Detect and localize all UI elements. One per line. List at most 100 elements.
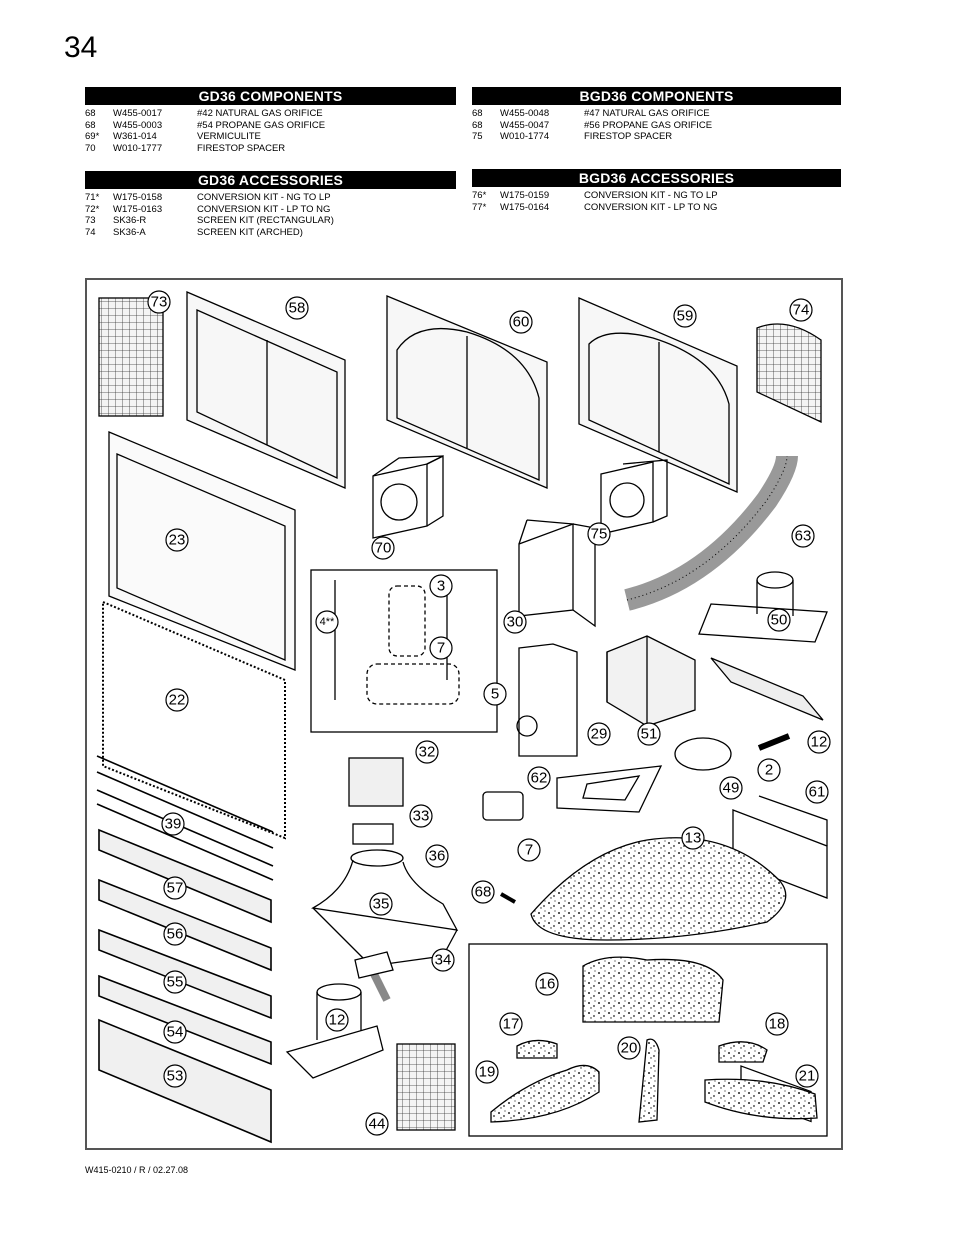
glass-door-panel: [108, 431, 296, 671]
svg-text:12: 12: [329, 1012, 346, 1029]
svg-text:57: 57: [167, 880, 184, 897]
svg-text:74: 74: [793, 302, 810, 319]
section-title: GD36 ACCESSORIES: [85, 171, 456, 189]
part-description: VERMICULITE: [197, 131, 261, 143]
log-20: [638, 1038, 660, 1123]
rectangular-screen: [98, 297, 164, 417]
svg-text:29: 29: [591, 726, 608, 743]
part-description: FIRESTOP SPACER: [584, 131, 673, 143]
part-description: CONVERSION KIT - LP TO NG: [584, 201, 718, 213]
part-description: SCREEN KIT (RECTANGULAR): [197, 215, 334, 227]
svg-text:73: 73: [151, 294, 168, 311]
retaining-ring: [674, 737, 732, 771]
svg-text:20: 20: [621, 1040, 638, 1057]
callout-4: 4**: [315, 610, 339, 634]
svg-text:19: 19: [479, 1064, 496, 1081]
svg-text:63: 63: [795, 528, 812, 545]
rectangular-door-frame: [186, 291, 346, 489]
part-code: W361-014: [113, 131, 157, 143]
svg-text:23: 23: [169, 532, 186, 549]
callout-12: 12: [325, 1008, 349, 1032]
callout-32: 32: [415, 740, 439, 764]
callout-2: 2: [757, 758, 781, 782]
svg-text:5: 5: [491, 686, 499, 703]
svg-text:34: 34: [435, 952, 452, 969]
svg-text:21: 21: [799, 1068, 816, 1085]
part-number: 71*: [85, 192, 100, 203]
flexible-vent-pipe: [624, 455, 798, 611]
fan-bracket: [556, 765, 663, 813]
part-number: 75: [472, 131, 483, 143]
svg-text:44: 44: [369, 1116, 386, 1133]
log-19: [490, 1064, 600, 1123]
svg-text:7: 7: [525, 842, 533, 859]
arched-door-frame-bgd36: [578, 297, 738, 493]
callout-23: 23: [165, 528, 189, 552]
gas-valve-inset-box: [310, 569, 498, 733]
callout-74: 74: [789, 298, 813, 322]
callout-22: 22: [165, 688, 189, 712]
part-number: 76*: [472, 190, 487, 201]
page-number: 34: [64, 31, 98, 64]
part-code: W010-1777: [113, 143, 163, 155]
part-code: W175-0159: [500, 190, 550, 201]
callout-34: 34: [431, 948, 455, 972]
svg-text:54: 54: [167, 1024, 184, 1041]
svg-text:60: 60: [513, 314, 530, 331]
part-code: W455-0017: [113, 108, 163, 119]
pilot-assembly: [757, 733, 791, 751]
callout-7: 7: [517, 838, 541, 862]
svg-text:33: 33: [413, 808, 430, 825]
svg-text:62: 62: [531, 770, 548, 787]
part-number: 72*: [85, 203, 100, 215]
svg-text:35: 35: [373, 896, 390, 913]
svg-text:58: 58: [289, 300, 306, 317]
callout-29: 29: [587, 722, 611, 746]
callout-35: 35: [369, 892, 393, 916]
burner-tray: [710, 657, 824, 721]
callout-19: 19: [475, 1060, 499, 1084]
callout-17: 17: [499, 1012, 523, 1036]
wall-thimble: [285, 983, 384, 1079]
part-code: W175-0164: [500, 201, 550, 213]
callout-63: 63: [791, 524, 815, 548]
callout-56: 56: [163, 922, 187, 946]
heat-shield: [518, 519, 596, 628]
part-description: FIRESTOP SPACER: [197, 143, 286, 155]
part-description: CONVERSION KIT - LP TO NG: [197, 203, 331, 215]
svg-text:49: 49: [723, 780, 740, 797]
callout-3: 3: [429, 574, 453, 598]
louvre-set: [96, 755, 274, 1144]
part-number: 73: [85, 215, 96, 227]
callout-21: 21: [795, 1064, 819, 1088]
part-code: SK36-R: [113, 215, 147, 227]
blower-fan: [606, 635, 696, 727]
svg-text:32: 32: [419, 744, 436, 761]
callout-59: 59: [673, 304, 697, 328]
firestop-spacer: [372, 454, 444, 539]
blower-housing: [516, 643, 578, 757]
svg-text:7: 7: [437, 640, 445, 657]
part-description: #54 PROPANE GAS ORIFICE: [197, 119, 326, 131]
orifice: [500, 892, 516, 904]
svg-text:50: 50: [771, 612, 788, 629]
part-number: 68: [472, 108, 483, 119]
svg-text:30: 30: [507, 614, 524, 631]
callout-62: 62: [527, 766, 551, 790]
svg-text:2: 2: [765, 762, 773, 779]
callout-53: 53: [163, 1064, 187, 1088]
svg-text:70: 70: [375, 540, 392, 557]
callout-58: 58: [285, 296, 309, 320]
callout-61: 61: [805, 780, 829, 804]
part-number: 69*: [85, 131, 100, 143]
